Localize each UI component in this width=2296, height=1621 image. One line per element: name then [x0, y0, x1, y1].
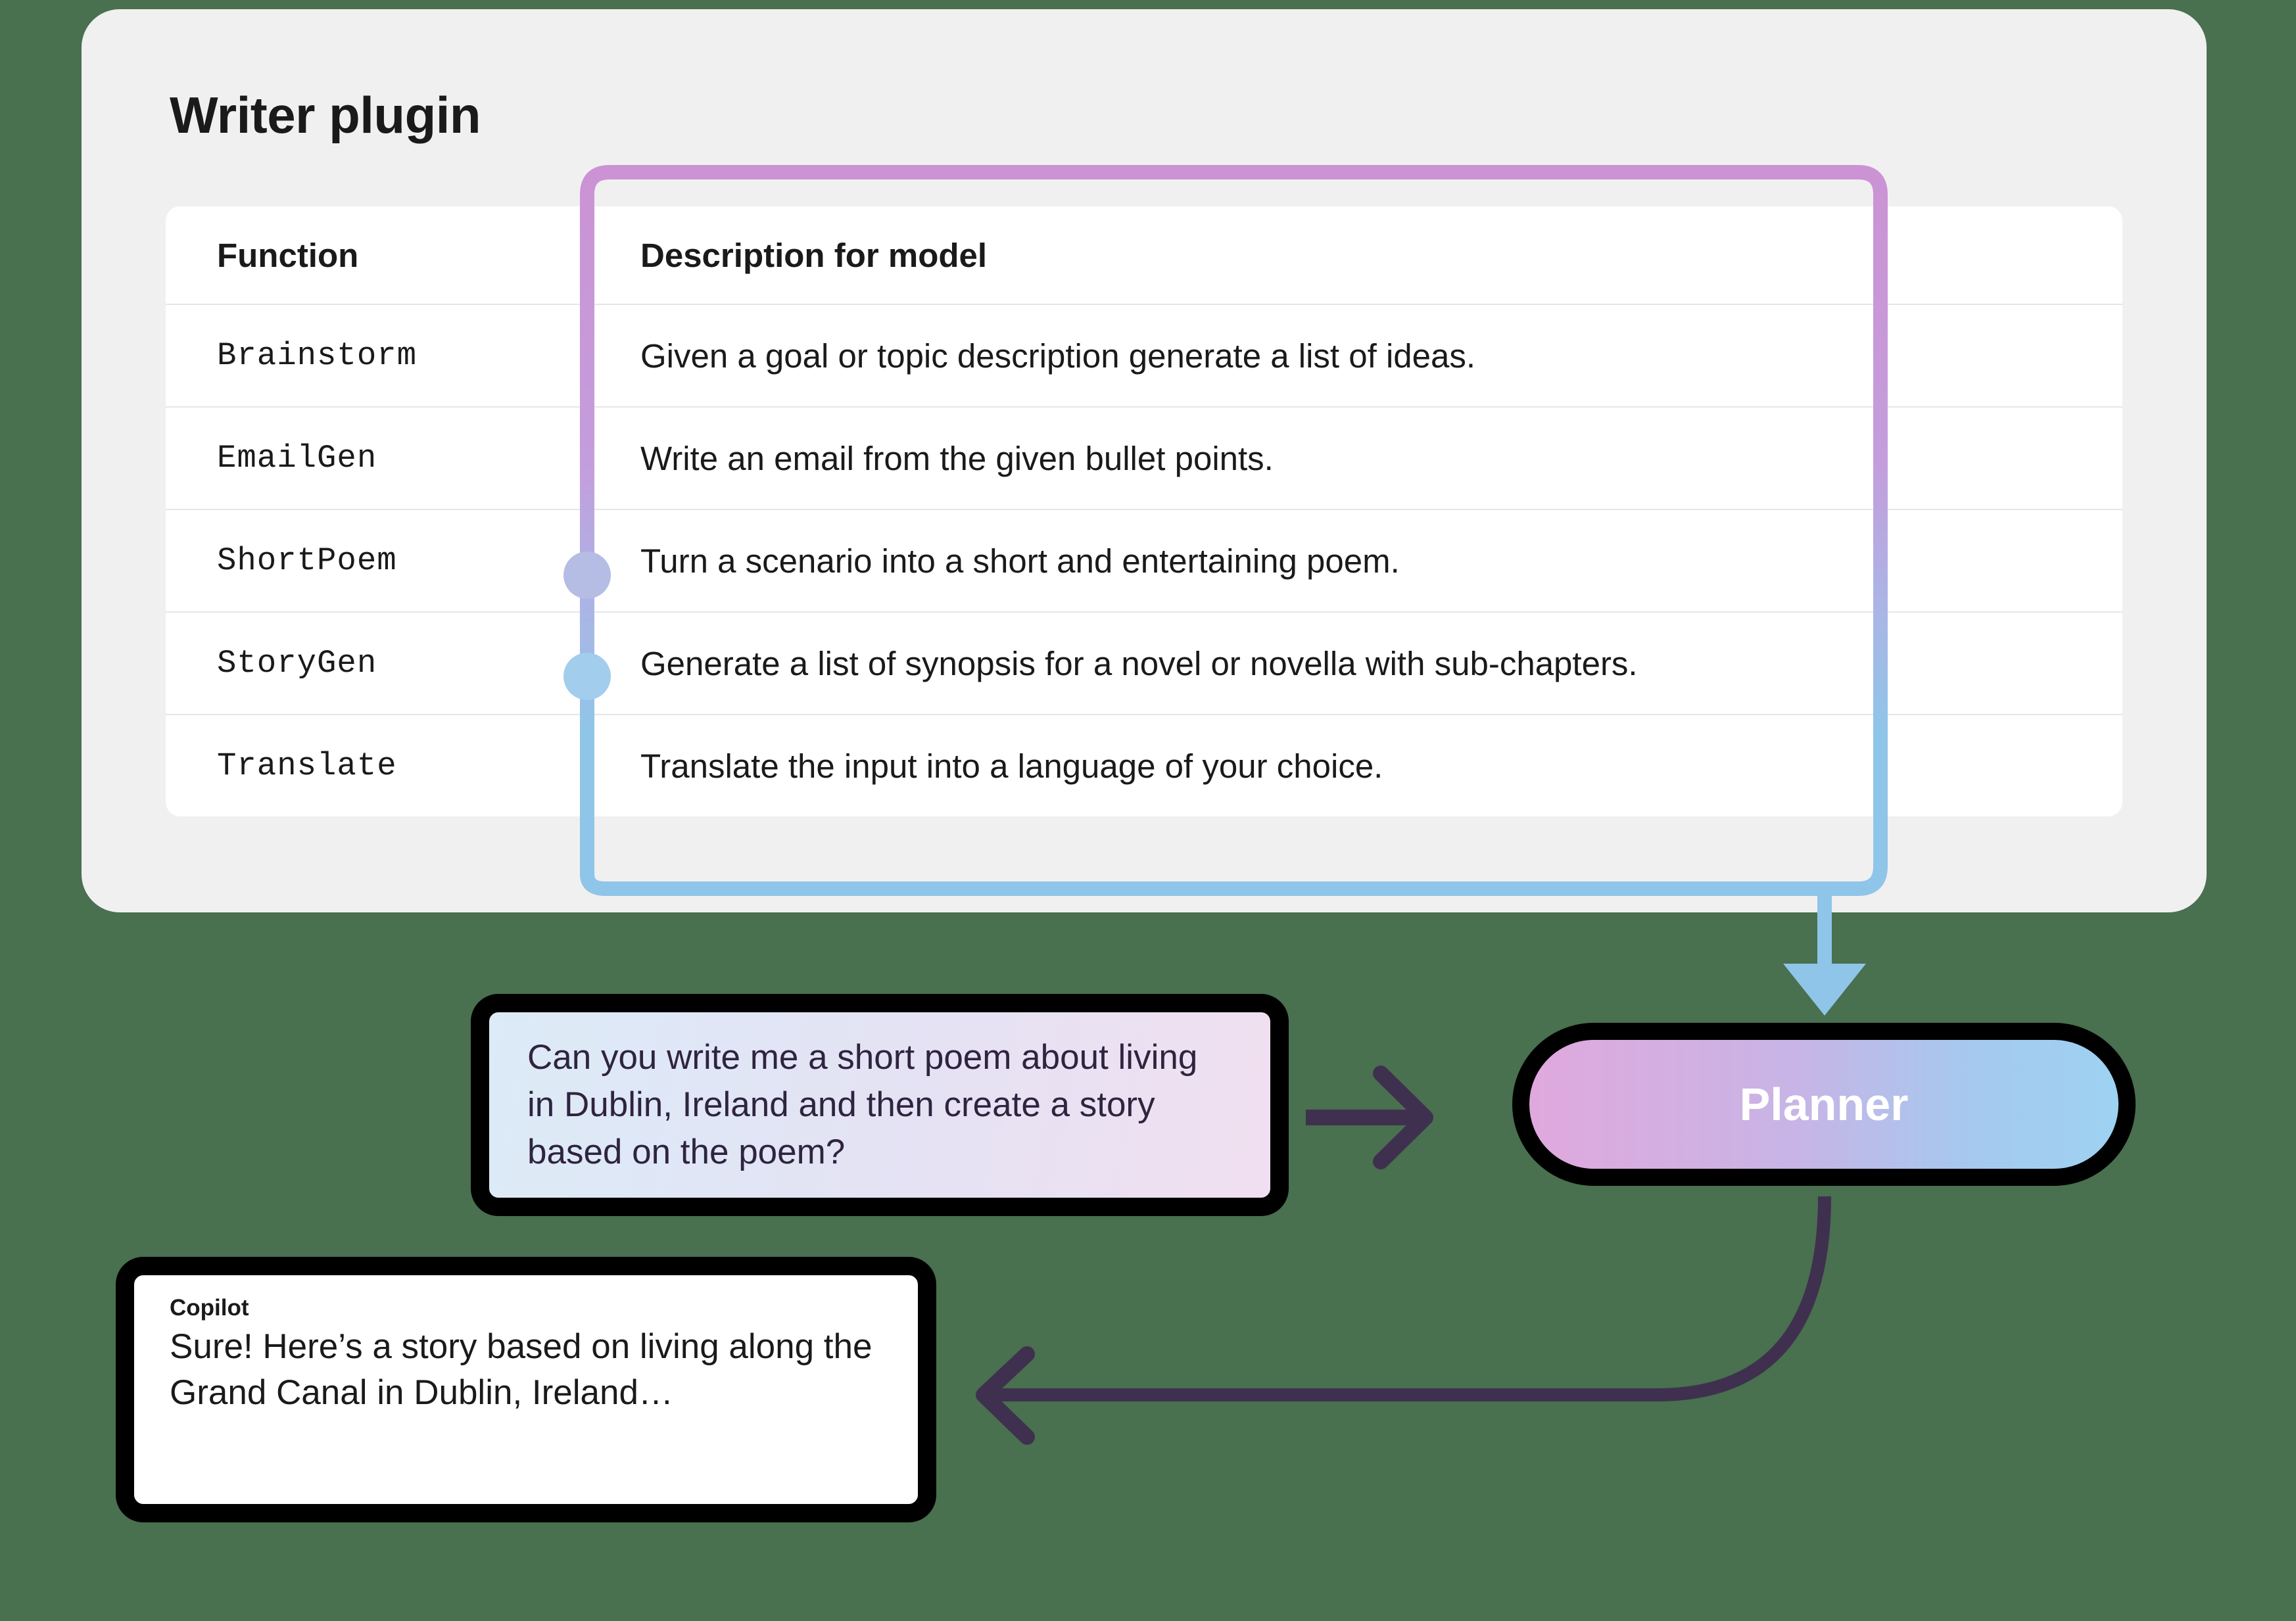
function-name: Brainstorm [217, 337, 418, 374]
function-name: Translate [217, 747, 397, 784]
function-description: Write an email from the given bullet poi… [640, 439, 1274, 477]
user-message-bubble[interactable]: Can you write me a short poem about livi… [471, 994, 1289, 1216]
column-header-function: Function [217, 236, 359, 274]
function-table: Function Description for model Brainstor… [166, 206, 2122, 816]
function-name: StoryGen [217, 645, 377, 682]
function-description: Given a goal or topic description genera… [640, 337, 1476, 375]
page-title: Writer plugin [170, 86, 481, 144]
table-row[interactable]: ShortPoem Turn a scenario into a short a… [166, 510, 2122, 613]
function-description: Translate the input into a language of y… [640, 747, 1383, 785]
arrow-down-icon [1783, 964, 1866, 1016]
function-name: EmailGen [217, 440, 377, 477]
copilot-sender-label: Copilot [170, 1295, 249, 1321]
writer-plugin-card: Writer plugin Function Description for m… [82, 9, 2207, 912]
function-description: Turn a scenario into a short and enterta… [640, 542, 1400, 580]
table-row[interactable]: EmailGen Write an email from the given b… [166, 408, 2122, 510]
user-message-text: Can you write me a short poem about livi… [527, 1037, 1198, 1172]
column-header-description: Description for model [640, 236, 988, 274]
arrow-left-icon [976, 1196, 1831, 1445]
function-description: Generate a list of synopsis for a novel … [640, 644, 1638, 682]
table-row[interactable]: Brainstorm Given a goal or topic descrip… [166, 305, 2122, 408]
arrow-right-icon [1306, 1066, 1433, 1169]
table-row[interactable]: Translate Translate the input into a lan… [166, 715, 2122, 816]
table-header-row: Function Description for model [166, 206, 2122, 305]
copilot-message-bubble[interactable]: Copilot Sure! Here’s a story based on li… [116, 1257, 936, 1522]
function-name: ShortPoem [217, 542, 397, 579]
table-row[interactable]: StoryGen Generate a list of synopsis for… [166, 613, 2122, 715]
copilot-message-text: Sure! Here’s a story based on living alo… [170, 1327, 873, 1413]
planner-label: Planner [1739, 1079, 1909, 1130]
planner-node[interactable]: Planner [1512, 1023, 2136, 1186]
